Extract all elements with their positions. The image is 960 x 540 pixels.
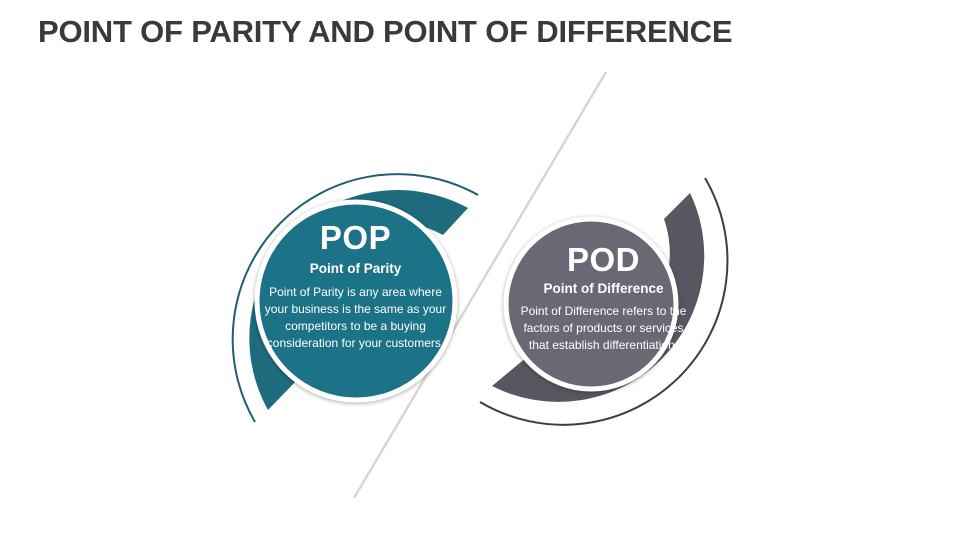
pop-text-block: POP Point of Parity Point of Parity is a…: [263, 220, 448, 352]
pop-description: Point of Parity is any area where your b…: [264, 285, 447, 350]
pod-circle: [503, 216, 679, 392]
pod-text-block: POD Point of Difference Point of Differe…: [516, 242, 691, 354]
pop-circle: [254, 199, 458, 403]
pod-outline-arc: [479, 177, 729, 426]
diagonal-divider: [352, 71, 608, 499]
pod-heading: Point of Difference: [543, 281, 664, 296]
slide-title: POINT OF PARITY AND POINT OF DIFFERENCE: [38, 14, 733, 49]
pod-description: Point of Difference refers to the factor…: [520, 304, 687, 352]
pop-abbreviation: POP: [319, 219, 392, 256]
pod-abbreviation: POD: [566, 241, 640, 278]
pop-heading: Point of Parity: [309, 261, 402, 276]
pop-outline-arc: [231, 173, 479, 423]
